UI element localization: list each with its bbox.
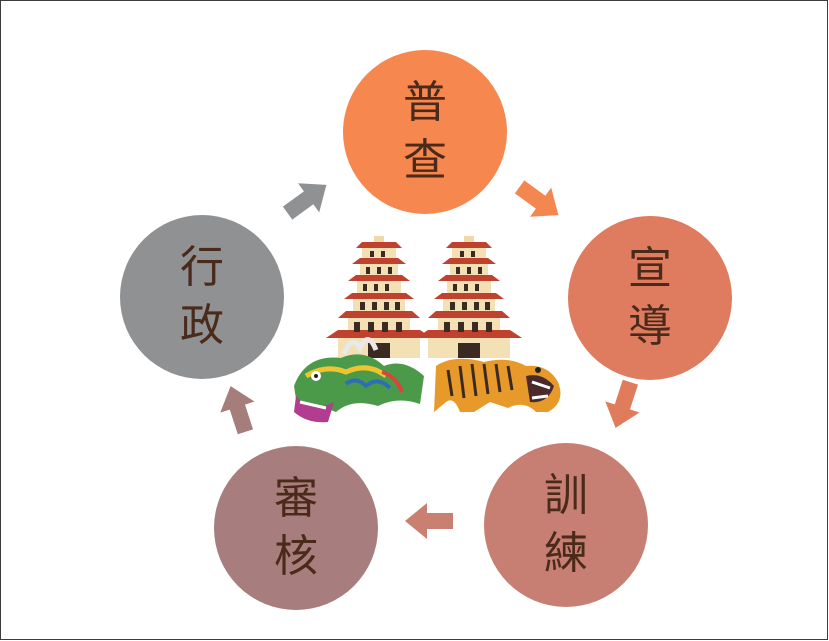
node-promotion-line1: 宣 [628, 243, 672, 294]
arrow-training-to-review-icon [405, 503, 453, 539]
arrow-survey-to-promotion-icon [514, 180, 559, 217]
arrow-review-to-administration-icon [220, 386, 255, 435]
node-training-line2: 練 [544, 528, 588, 579]
node-training-line1: 訓 [544, 470, 588, 521]
node-survey-line2: 查 [403, 135, 447, 186]
right-pagoda-icon [416, 236, 522, 358]
node-review: 審 核 [214, 446, 378, 610]
node-review-line1: 審 [274, 473, 318, 524]
node-administration-line2: 政 [180, 300, 224, 351]
node-promotion-line2: 導 [628, 301, 672, 352]
node-training: 訓 練 [484, 443, 648, 607]
arrow-administration-to-survey-icon [282, 183, 327, 220]
tiger-icon [434, 358, 561, 412]
node-survey-line1: 普 [403, 77, 447, 128]
node-review-line2: 核 [274, 531, 318, 582]
node-administration: 行 政 [120, 215, 284, 379]
dragon-icon [294, 337, 424, 423]
node-promotion: 宣 導 [568, 216, 732, 380]
node-administration-line1: 行 [180, 242, 224, 293]
node-survey: 普 查 [343, 50, 507, 214]
dragon-tiger-pagodas-illustration [294, 236, 561, 423]
left-pagoda-icon [326, 236, 432, 358]
arrow-promotion-to-training-icon [605, 379, 640, 428]
